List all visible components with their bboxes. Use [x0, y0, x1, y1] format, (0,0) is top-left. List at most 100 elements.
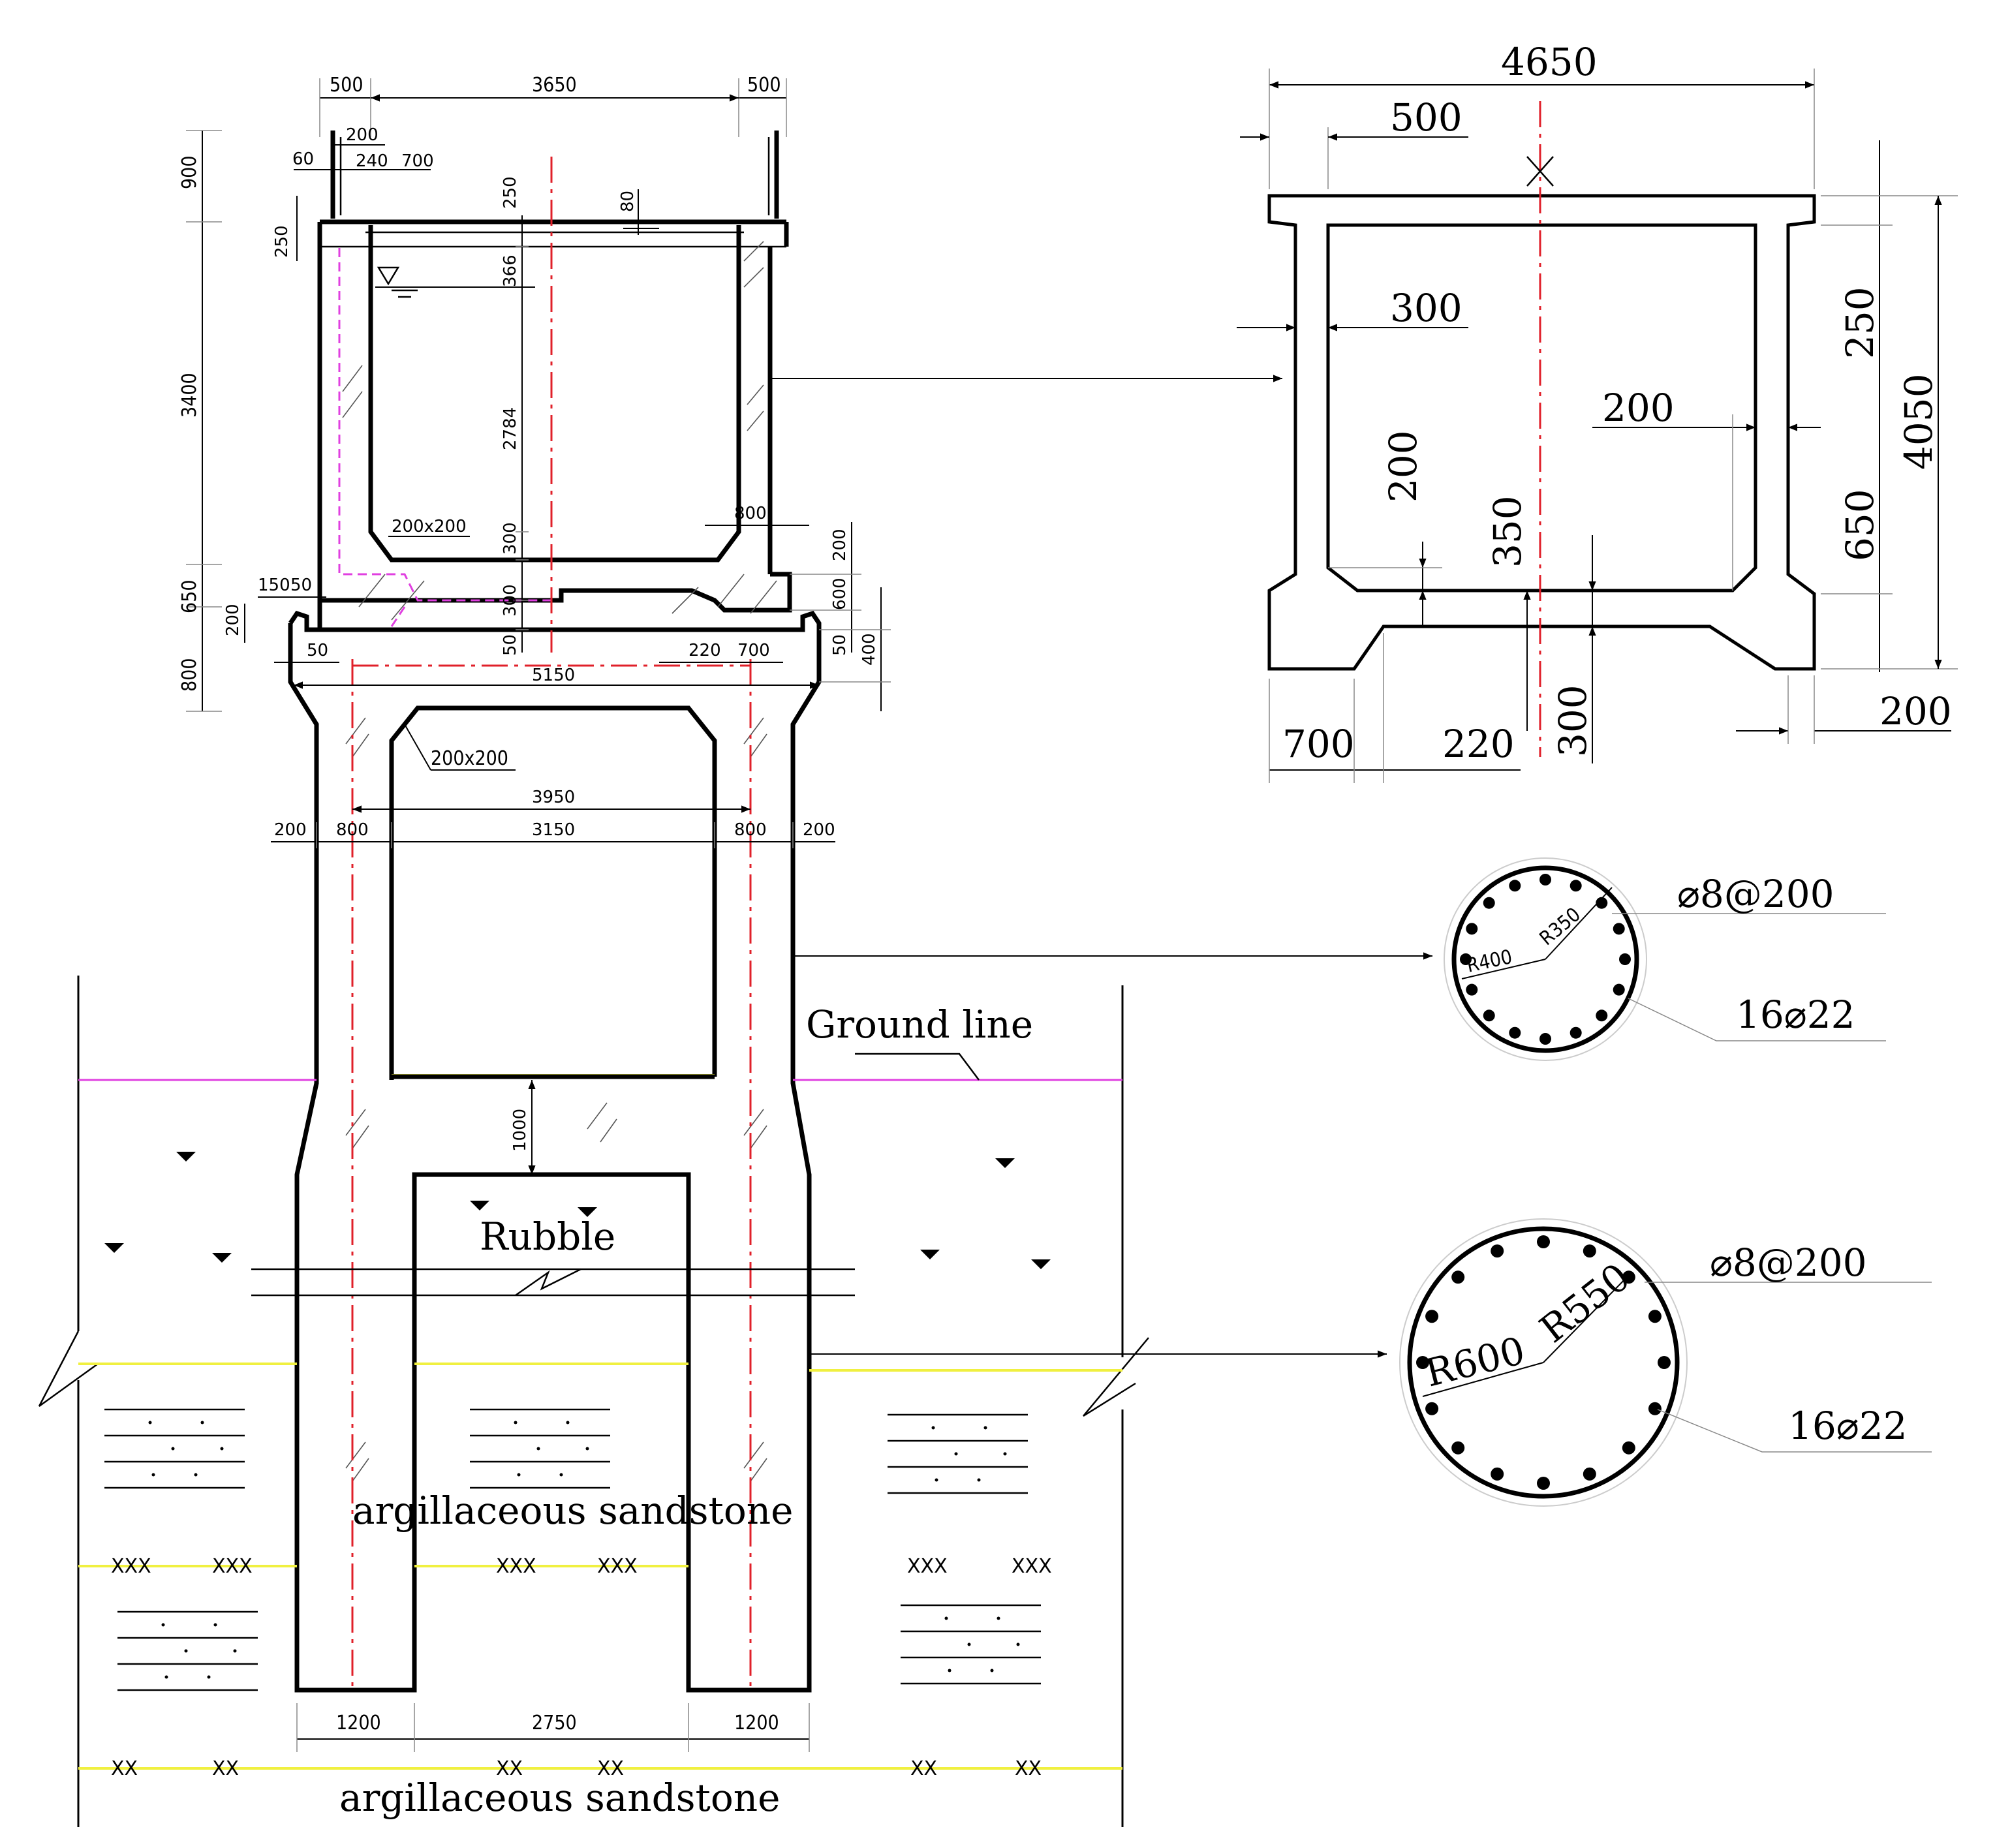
label-xx-5: XX: [910, 1757, 937, 1780]
dim-50-base: 50: [307, 641, 328, 660]
detail-dim-4650: 4650: [1501, 40, 1598, 84]
pier-frame: [251, 157, 855, 1693]
dim-3150: 3150: [532, 820, 575, 840]
label-xx-6: XX: [1015, 1757, 1042, 1780]
dim-300-b: 300: [501, 584, 520, 617]
label-chamfer-upper: 200x200: [392, 517, 467, 536]
dim-80: 80: [618, 191, 638, 212]
dim-800-haunch: 800: [734, 504, 767, 523]
rebar-dot: [1425, 1402, 1439, 1415]
dim-366: 366: [501, 254, 520, 287]
rebar-dot: [1648, 1310, 1662, 1323]
rebar-dot: [1619, 953, 1631, 965]
rebar-dot: [1451, 1441, 1465, 1455]
label-rubble: Rubble: [480, 1214, 615, 1259]
rebar-dot: [1416, 1356, 1429, 1369]
pier-main-bars: 16⌀22: [1736, 993, 1855, 1037]
label-xxx-6: XXX: [1012, 1555, 1052, 1578]
dim-2750: 2750: [532, 1712, 577, 1734]
dim-150: 150: [258, 576, 290, 595]
label-xx-4: XX: [597, 1757, 624, 1780]
detail-dim-200-haunch: 200: [1381, 430, 1425, 502]
rebar-dot: [1451, 1270, 1465, 1284]
label-xxx-2: XXX: [212, 1555, 253, 1578]
rebar-dot: [1466, 923, 1478, 935]
rebar-dot: [1539, 874, 1551, 886]
detail-leaders: [770, 375, 1432, 1358]
rebar-dot: [1613, 923, 1625, 935]
detail-dim-700: 700: [1282, 722, 1355, 766]
dim-50-left: 50: [290, 576, 312, 595]
ground-strata: [38, 976, 1149, 1827]
label-xxx-4: XXX: [597, 1555, 638, 1578]
pile-stirrup: ⌀8@200: [1710, 1240, 1867, 1285]
detail-dim-4050: 4050: [1896, 373, 1941, 470]
dim-1200-left: 1200: [336, 1712, 381, 1734]
dim-50-inner: 50: [501, 634, 520, 656]
rebar-dot: [1483, 1009, 1495, 1022]
dim-800: 800: [178, 658, 201, 692]
main-labels: Ground line Rubble argillaceous sandston…: [111, 1002, 1052, 1820]
dim-200: 200: [346, 125, 379, 145]
dim-top-500-left: 500: [330, 74, 363, 97]
rebar-dot: [1622, 1441, 1635, 1455]
dim-300-a: 300: [501, 522, 520, 555]
label-chamfer-lower: 200x200: [431, 747, 508, 770]
dim-800-pier-left: 800: [336, 820, 369, 840]
dim-200-left: 200: [223, 604, 243, 636]
label-xxx-5: XXX: [907, 1555, 948, 1578]
dim-top-3650: 3650: [532, 74, 577, 97]
rebar-dot: [1613, 983, 1625, 996]
dim-1000: 1000: [510, 1109, 530, 1152]
rebar-dot: [1539, 1033, 1551, 1045]
dim-200-pier-left: 200: [274, 820, 307, 840]
dim-200-pier-right: 200: [803, 820, 835, 840]
dim-250-left: 250: [272, 225, 292, 258]
rebar-dot: [1537, 1235, 1550, 1248]
detail-pier-section: R400 R350 ⌀8@200 16⌀22: [1444, 857, 1886, 1061]
rebar-dot: [1491, 1244, 1504, 1258]
dim-650: 650: [178, 579, 201, 613]
label-xx-1: XX: [111, 1757, 138, 1780]
rebar-dot: [1596, 1009, 1608, 1022]
dim-700: 700: [401, 151, 434, 171]
aqueduct-channel: [317, 131, 792, 632]
dim-3400: 3400: [178, 373, 201, 418]
dim-900: 900: [178, 155, 201, 189]
main-dimensions: 500 3650 500 200 60 240 700 900 3400 650…: [178, 74, 891, 1752]
detail-dim-200-bottom: 200: [1879, 689, 1952, 733]
pile-main-bars: 16⌀22: [1788, 1404, 1908, 1448]
detail-pile-section: R600 R550 ⌀8@200 16⌀22: [1399, 1218, 1932, 1507]
dim-240: 240: [356, 151, 388, 171]
rebar-dot: [1466, 983, 1478, 996]
dim-200-right: 200: [830, 529, 850, 561]
detail-dim-200-wall: 200: [1602, 386, 1675, 430]
detail-dim-220: 220: [1442, 722, 1515, 766]
rebar-dot: [1509, 880, 1521, 892]
detail-dim-350: 350: [1485, 495, 1530, 568]
label-xx-3: XX: [496, 1757, 523, 1780]
label-rock-lower: argillaceous sandstone: [339, 1776, 780, 1820]
dim-700-base: 700: [737, 641, 770, 660]
rebar-dot: [1491, 1467, 1504, 1481]
dim-220-base: 220: [688, 641, 721, 660]
rebar-dot: [1570, 1026, 1582, 1039]
rebar-dot: [1583, 1467, 1596, 1481]
rebar-dot: [1658, 1356, 1671, 1369]
dim-1200-right: 1200: [734, 1712, 779, 1734]
dim-800-pier-right: 800: [734, 820, 767, 840]
rebar-dot: [1583, 1244, 1596, 1258]
rebar-dot: [1509, 1026, 1521, 1039]
detail-dim-300: 300: [1390, 286, 1462, 330]
dim-60: 60: [292, 149, 314, 169]
dim-600-right: 600: [830, 578, 850, 610]
dim-top-500-right: 500: [747, 74, 781, 97]
pier-stirrup: ⌀8@200: [1677, 872, 1834, 916]
rebar-dot: [1537, 1477, 1550, 1490]
dim-250-inner: 250: [501, 176, 520, 209]
pile-r-inner: R550: [1532, 1254, 1639, 1351]
label-xxx-1: XXX: [111, 1555, 151, 1578]
dim-400-right: 400: [859, 633, 879, 666]
rebar-dot: [1622, 1270, 1635, 1284]
